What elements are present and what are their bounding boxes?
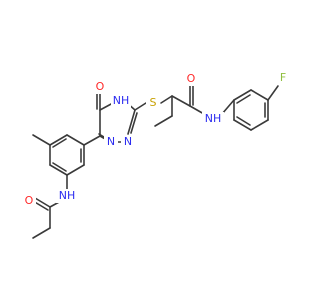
atom-n-ring-b: N — [104, 135, 118, 149]
bond — [160, 95, 173, 104]
atom-nh-amide: NH — [202, 112, 224, 126]
label-mask — [276, 71, 290, 85]
bond — [236, 116, 251, 126]
atom-label-n: N — [107, 135, 115, 148]
label-mask — [22, 194, 36, 208]
bond — [250, 89, 269, 101]
atom-label-nh: NH — [59, 189, 76, 202]
bond — [66, 134, 85, 146]
atom-n-ring-a: N — [121, 135, 135, 149]
atom-label-n: N — [124, 135, 132, 148]
atom-label-o: O — [25, 194, 34, 207]
bond — [267, 85, 279, 101]
bond — [127, 109, 136, 135]
atom-labels: O NH S O NH F — [22, 71, 290, 208]
atom-label-s: S — [150, 96, 157, 109]
bond — [134, 102, 147, 111]
label-mask — [184, 72, 200, 86]
bond — [52, 162, 67, 172]
bond — [236, 94, 251, 104]
bond — [98, 133, 105, 138]
bond — [233, 119, 252, 131]
molecule-diagram: O NH S O NH F — [22, 71, 290, 239]
bond — [52, 138, 67, 148]
bond — [32, 134, 51, 146]
atom-label-nh: NH — [205, 112, 222, 125]
bond — [189, 105, 205, 115]
atom-o-prop: O — [22, 194, 36, 208]
label-mask — [111, 94, 131, 108]
atom-label-f: F — [280, 71, 286, 84]
atom-label-o: O — [187, 72, 196, 85]
bond — [99, 102, 114, 111]
label-mask — [56, 189, 78, 203]
label-mask — [104, 135, 118, 149]
label-mask — [92, 80, 108, 94]
label-mask — [202, 112, 224, 126]
bond — [83, 135, 101, 146]
bond — [32, 227, 51, 239]
label-mask — [121, 135, 135, 149]
bond — [171, 95, 191, 107]
bond — [233, 89, 252, 101]
structure-svg: O NH S O NH F — [22, 71, 290, 239]
atom-o-ring: O — [92, 80, 108, 94]
bond — [66, 164, 85, 176]
atom-label-nh: NH — [113, 94, 130, 107]
bond — [130, 112, 138, 134]
bond — [34, 197, 51, 208]
atom-nh-ring: NH — [111, 94, 131, 108]
bond — [49, 134, 68, 146]
bond — [221, 99, 235, 115]
atom-nh-prop: NH — [56, 189, 78, 203]
atom-label-o: O — [96, 80, 105, 93]
bond — [49, 164, 68, 176]
bond — [250, 119, 269, 131]
atom-s: S — [146, 96, 160, 110]
bond — [154, 115, 173, 127]
label-mask — [146, 96, 160, 110]
atom-o-amide: O — [184, 72, 200, 86]
atom-f: F — [276, 71, 290, 85]
